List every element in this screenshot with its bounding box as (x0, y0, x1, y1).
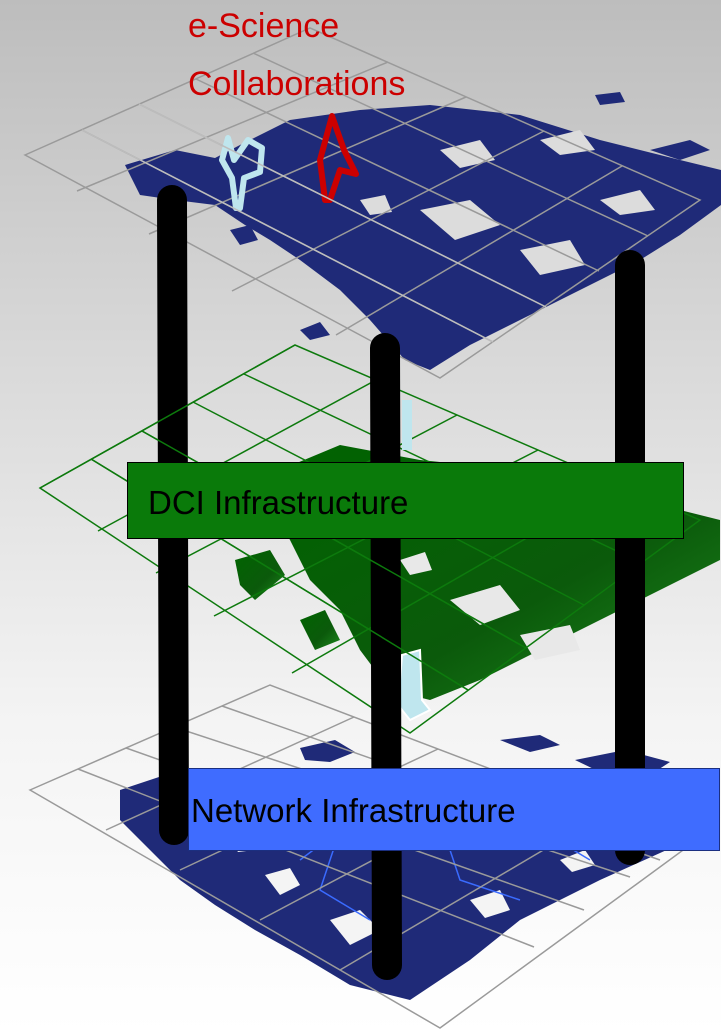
red-collaboration-arrow (317, 113, 359, 203)
dci-infrastructure-label: DCI Infrastructure (127, 462, 684, 539)
dci-arrow-stem (402, 400, 412, 450)
network-infrastructure-label: Network Infrastructure (188, 768, 720, 851)
light-blue-collaboration-arrow (219, 135, 265, 211)
dci-map-lakes (400, 552, 580, 660)
pillar-center (370, 333, 402, 980)
network-infrastructure-text: Network Infrastructure (191, 792, 516, 829)
title-line-1: e-Science (188, 7, 340, 45)
title-line-2: Collaborations (188, 65, 406, 103)
dci-infrastructure-text: DCI Infrastructure (148, 484, 409, 521)
network-layer (28, 684, 700, 1029)
collaboration-map-lakes (360, 130, 655, 275)
collaboration-grid-front (81, 103, 547, 343)
